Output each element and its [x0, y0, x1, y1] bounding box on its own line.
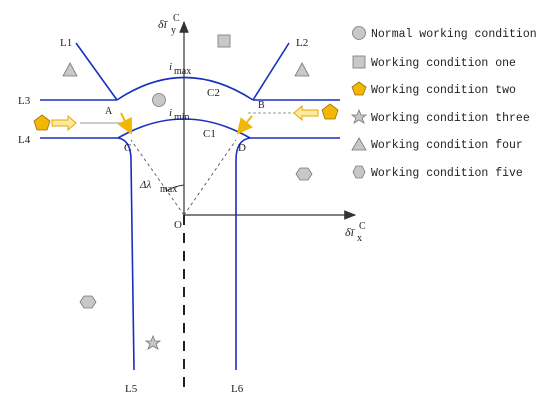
label-l3: L3: [18, 95, 31, 107]
legend-label-three: Working condition three: [371, 112, 530, 125]
legend-triangle-icon: [351, 137, 367, 151]
star-marker: [144, 334, 162, 350]
svg-text:max: max: [174, 66, 191, 77]
imax-label: i max: [169, 61, 191, 77]
x-axis-label: δī x C: [345, 221, 366, 244]
circle-marker: [152, 93, 166, 107]
line-l5: [117, 137, 135, 371]
origin-label: O: [174, 219, 182, 231]
label-l2: L2: [296, 37, 308, 49]
pentagon-marker-left: [33, 114, 51, 131]
legend-circle-icon: [352, 26, 366, 40]
square-marker: [217, 34, 231, 48]
legend-pentagon-icon: [351, 81, 367, 96]
point-c-label: C: [124, 142, 131, 154]
line-l6: [235, 137, 251, 370]
y-axis-label: δī y C: [158, 13, 180, 36]
yellow-hollow-arrow-right-icon: [293, 104, 319, 122]
inner-arc-imin: [117, 118, 251, 139]
svg-text:C: C: [359, 221, 366, 232]
label-l6: L6: [231, 383, 244, 395]
svg-text:δī: δī: [158, 17, 169, 31]
svg-text:i: i: [169, 107, 172, 119]
svg-text:min: min: [174, 112, 190, 123]
line-l2: [252, 42, 290, 101]
legend-label-two: Working condition two: [371, 84, 516, 97]
label-l5: L5: [125, 383, 138, 395]
point-d-label: D: [238, 142, 246, 154]
yellow-hollow-arrow-left-icon: [51, 114, 77, 132]
svg-text:C: C: [173, 13, 180, 24]
legend-hexagon-icon: [352, 165, 366, 179]
svg-text:δī: δī: [345, 225, 356, 239]
legend: Normal working condition Working conditi…: [350, 26, 537, 180]
legend-star-icon: [350, 108, 368, 124]
legend-label-one: Working condition one: [371, 57, 516, 70]
point-c2-label: C2: [207, 87, 220, 99]
svg-text:y: y: [171, 25, 176, 36]
label-l4: L4: [18, 134, 31, 146]
dashed-line-oc: [130, 139, 185, 216]
point-a-label: A: [105, 106, 113, 117]
delta-lambda-arc: [165, 184, 185, 192]
delta-lambda-label: Δλ max: [139, 179, 177, 195]
legend-square-icon: [352, 55, 366, 69]
svg-text:x: x: [357, 233, 362, 244]
triangle-marker-right: [294, 62, 310, 77]
legend-label-four: Working condition four: [371, 139, 523, 152]
point-b-label: B: [258, 100, 265, 111]
imin-label: i min: [169, 107, 190, 123]
pentagon-marker-right: [321, 103, 339, 120]
yellow-arrow-to-d: [236, 115, 254, 135]
line-l1: [75, 42, 118, 101]
svg-text:i: i: [169, 61, 172, 73]
legend-label-normal: Normal working condition: [371, 28, 537, 41]
yellow-arrow-to-c: [117, 112, 132, 135]
triangle-marker-left: [62, 62, 78, 77]
legend-label-five: Working condition five: [371, 167, 523, 180]
hexagon-marker-left: [79, 295, 97, 309]
outer-arc-imax: [116, 76, 254, 101]
label-l1: L1: [60, 37, 72, 49]
svg-text:max: max: [160, 184, 177, 195]
hexagon-marker-right: [295, 167, 313, 181]
dashed-line-od: [183, 139, 237, 216]
point-c1-label: C1: [203, 128, 216, 140]
svg-text:Δλ: Δλ: [139, 179, 151, 191]
